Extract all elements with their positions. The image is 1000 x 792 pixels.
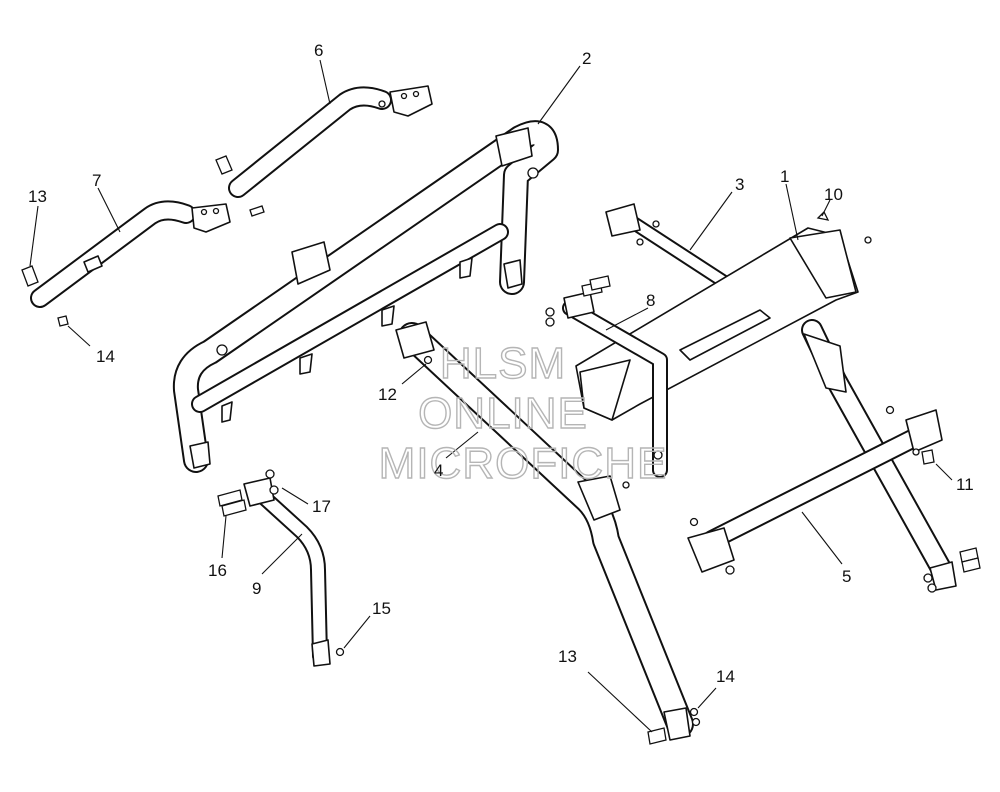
leader-lines — [29, 59, 953, 733]
callout-14-bottom: 14 — [716, 667, 735, 686]
callout-13-bottom: 13 — [558, 647, 577, 666]
watermark-line-3: MICROFICHE — [379, 439, 668, 488]
callout-8: 8 — [646, 291, 655, 310]
callout-10: 10 — [824, 185, 843, 204]
callout-15: 15 — [372, 599, 391, 618]
part-7-tube — [21, 200, 265, 327]
callout-3: 3 — [735, 175, 744, 194]
callout-9: 9 — [252, 579, 261, 598]
part-5-cross-tube — [687, 405, 943, 575]
callout-16: 16 — [208, 561, 227, 580]
watermark-line-1: HLSM — [440, 339, 566, 388]
callout-6: 6 — [314, 41, 323, 60]
callout-17: 17 — [312, 497, 331, 516]
callout-14-left: 14 — [96, 347, 115, 366]
part-8-link — [545, 275, 668, 489]
watermark: HLSM ONLINE MICROFICHE — [378, 338, 668, 488]
callout-7: 7 — [92, 171, 101, 190]
callout-1: 1 — [780, 167, 789, 186]
callout-2: 2 — [582, 49, 591, 68]
callout-13-left: 13 — [28, 187, 47, 206]
part-1-rear-brace — [575, 227, 872, 421]
callouts: 6 2 3 1 10 7 13 14 8 12 4 11 5 17 16 9 1… — [28, 41, 974, 686]
callout-4: 4 — [434, 461, 443, 480]
part-2-front-hoop — [172, 120, 559, 473]
part-6-tube — [215, 85, 433, 198]
part-9-bracket-tube — [217, 469, 345, 667]
watermark-line-2: ONLINE — [418, 389, 588, 438]
callout-11: 11 — [956, 475, 974, 494]
rear-upright — [801, 319, 981, 593]
misc-hardware — [647, 210, 830, 745]
part-4-main-tube — [395, 321, 694, 741]
callout-12: 12 — [378, 385, 397, 404]
callout-5: 5 — [842, 567, 851, 586]
